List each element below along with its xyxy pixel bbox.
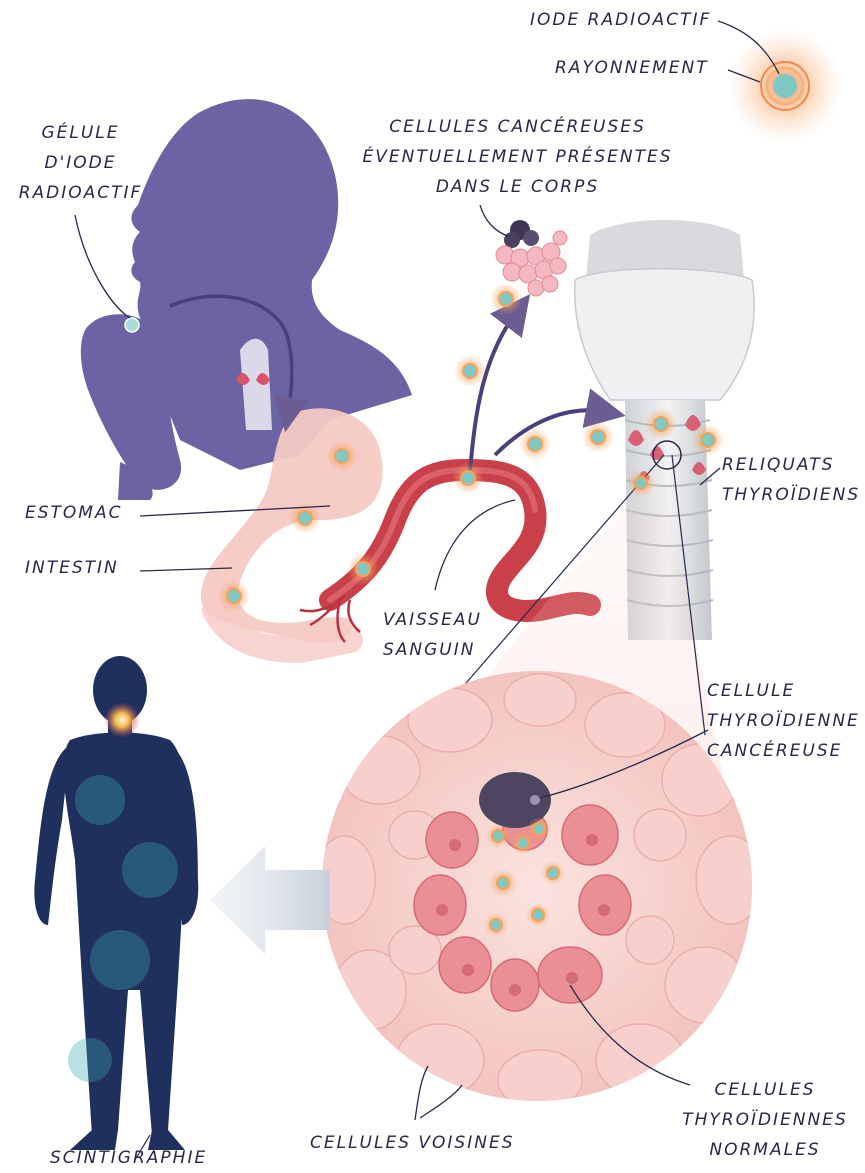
label-cellules-voisines: CELLULES VOISINES bbox=[310, 1128, 514, 1158]
label-estomac: ESTOMAC bbox=[25, 498, 122, 528]
leader-cellules-cancereuses bbox=[480, 205, 508, 236]
label-intestin: INTESTIN bbox=[25, 553, 119, 583]
leader-gelule bbox=[75, 215, 130, 318]
label-cellule-cancereuse: CELLULE THYROÏDIENNE CANCÉREUSE bbox=[707, 676, 860, 766]
label-vaisseau: VAISSEAU SANGUIN bbox=[383, 605, 482, 665]
label-gelule: GÉLULE D'IODE RADIOACTIF bbox=[8, 118, 153, 208]
label-reliquats: RELIQUATS THYROÏDIENS bbox=[722, 450, 860, 510]
label-cellules-cancereuses-corps: CELLULES CANCÉREUSES ÉVENTUELLEMENT PRÉS… bbox=[345, 112, 690, 202]
radioactive-iodine-icon bbox=[727, 28, 843, 144]
label-iode-radioactif: IODE RADIOACTIF bbox=[530, 5, 711, 35]
label-rayonnement: RAYONNEMENT bbox=[555, 53, 709, 83]
label-cellules-normales: CELLULES THYROÏDIENNES NORMALES bbox=[675, 1075, 855, 1165]
iodine-capsule bbox=[125, 318, 139, 332]
label-scintigraphie: SCINTIGRAPHIE bbox=[50, 1143, 207, 1173]
scan-arrow bbox=[210, 846, 330, 954]
